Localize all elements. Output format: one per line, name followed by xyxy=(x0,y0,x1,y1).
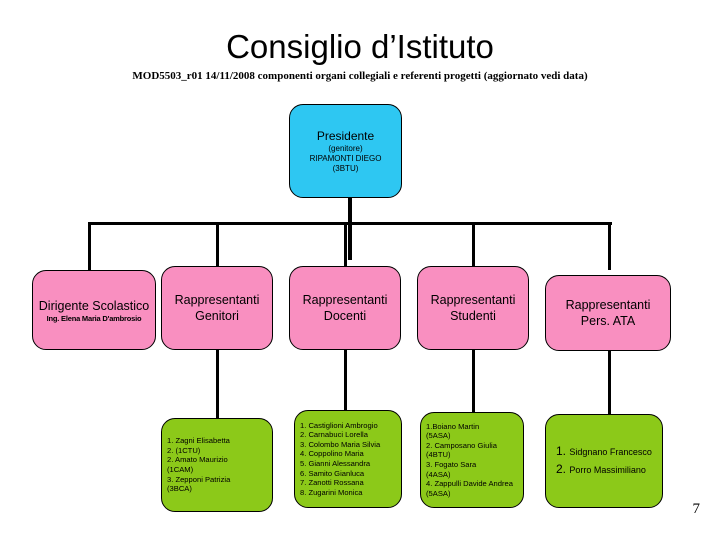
connector-genitori-to-list xyxy=(216,350,219,418)
list-item: 4. Coppolino Maria xyxy=(300,449,364,459)
node-rappresentanti-docenti[interactable]: Rappresentanti Docenti xyxy=(289,266,401,350)
list-item-index: 1. xyxy=(556,444,570,458)
list-item-name: Porro Massimiliano xyxy=(569,465,646,475)
presidente-name: RIPAMONTI DIEGO xyxy=(309,153,382,163)
list-item: (4ASA) xyxy=(426,469,451,479)
docenti-title-line2: Docenti xyxy=(323,309,367,323)
page-number: 7 xyxy=(692,501,701,517)
list-item: 7. Zanotti Rossana xyxy=(300,478,364,488)
list-item: 3. Colombo Maria Silvia xyxy=(300,439,381,449)
node-rappresentanti-studenti[interactable]: Rappresentanti Studenti xyxy=(417,266,529,350)
list-item: 1. Zagni Elisabetta xyxy=(167,436,230,446)
list-item: 3. Zepponi Patrizia xyxy=(167,474,231,484)
genitori-title-line2: Genitori xyxy=(195,309,239,323)
list-item: 4. Zappulli Davide Andrea xyxy=(426,479,513,489)
presidente-title: Presidente xyxy=(316,128,375,143)
list-item: 2. Carnabuci Lorella xyxy=(300,430,368,440)
studenti-title-line2: Studenti xyxy=(450,309,496,323)
list-item: (3BCA) xyxy=(167,484,192,494)
connector-ata-to-list xyxy=(608,350,611,418)
page-subtitle: MOD5503_r01 14/11/2008 componenti organi… xyxy=(132,70,588,82)
list-item: (5ASA) xyxy=(426,431,451,441)
list-item: 5. Gianni Alessandra xyxy=(300,459,371,468)
list-item: 1.Boiano Martin xyxy=(426,421,480,431)
presidente-class: (3BTU) xyxy=(332,163,359,173)
connector-studenti-to-list xyxy=(472,350,475,418)
list-item: 3. Fogato Sara xyxy=(426,460,477,469)
list-item: 1. Sidgnano Francesco xyxy=(556,443,657,461)
list-item: (1CAM) xyxy=(167,465,194,474)
list-item: 2. Amato Maurizio xyxy=(167,455,228,465)
connector-horizontal-bus xyxy=(88,222,612,225)
list-item: 8. Zugarini Monica xyxy=(300,487,363,497)
genitori-title-line1: Rappresentanti xyxy=(174,293,260,307)
dirigente-title: Dirigente Scolastico xyxy=(38,298,150,313)
node-rappresentanti-genitori[interactable]: Rappresentanti Genitori xyxy=(161,266,273,350)
list-item: 1. Castiglioni Ambrogio xyxy=(300,420,378,430)
page-title: Consiglio d’Istituto xyxy=(226,28,494,65)
node-rappresentanti-ata[interactable]: Rappresentanti Pers. ATA xyxy=(545,275,671,351)
list-item: 2. (1CTU) xyxy=(167,445,201,455)
list-item: (4BTU) xyxy=(426,450,451,460)
list-item-index: 2. xyxy=(556,462,570,476)
connector-bus-to-studenti xyxy=(472,222,475,270)
connector-bus-to-ata xyxy=(608,222,611,270)
node-dirigente-scolastico[interactable]: Dirigente Scolastico Ing. Elena Maria D'… xyxy=(32,270,156,350)
connector-bus-to-docenti xyxy=(344,222,347,270)
list-item: 2. Camposano Giulia xyxy=(426,440,497,450)
presidente-role: (genitore) xyxy=(328,143,363,153)
connector-root-down xyxy=(348,198,352,260)
studenti-member-list: 1.Boiano Martin (5ASA)2. Camposano Giuli… xyxy=(421,422,523,499)
connector-docenti-to-list xyxy=(344,350,347,418)
connector-bus-to-genitori xyxy=(216,222,219,270)
docenti-title-line1: Rappresentanti xyxy=(302,293,388,307)
list-item: (5ASA) xyxy=(426,488,451,498)
list-item: 6. Samito Gianluca xyxy=(300,468,365,478)
connector-bus-to-dirigente xyxy=(88,222,91,270)
list-item-name: Sidgnano Francesco xyxy=(569,447,652,457)
list-item: 2. Porro Massimiliano xyxy=(556,461,657,479)
node-presidente[interactable]: Presidente (genitore) RIPAMONTI DIEGO (3… xyxy=(289,104,402,198)
dirigente-subtitle: Ing. Elena Maria D'ambrosio xyxy=(46,313,142,323)
ata-title-line1: Rappresentanti xyxy=(565,298,651,312)
studenti-title-line1: Rappresentanti xyxy=(430,293,516,307)
node-studenti-members[interactable]: 1.Boiano Martin (5ASA)2. Camposano Giuli… xyxy=(420,412,524,508)
ata-title-line2: Pers. ATA xyxy=(580,314,636,328)
